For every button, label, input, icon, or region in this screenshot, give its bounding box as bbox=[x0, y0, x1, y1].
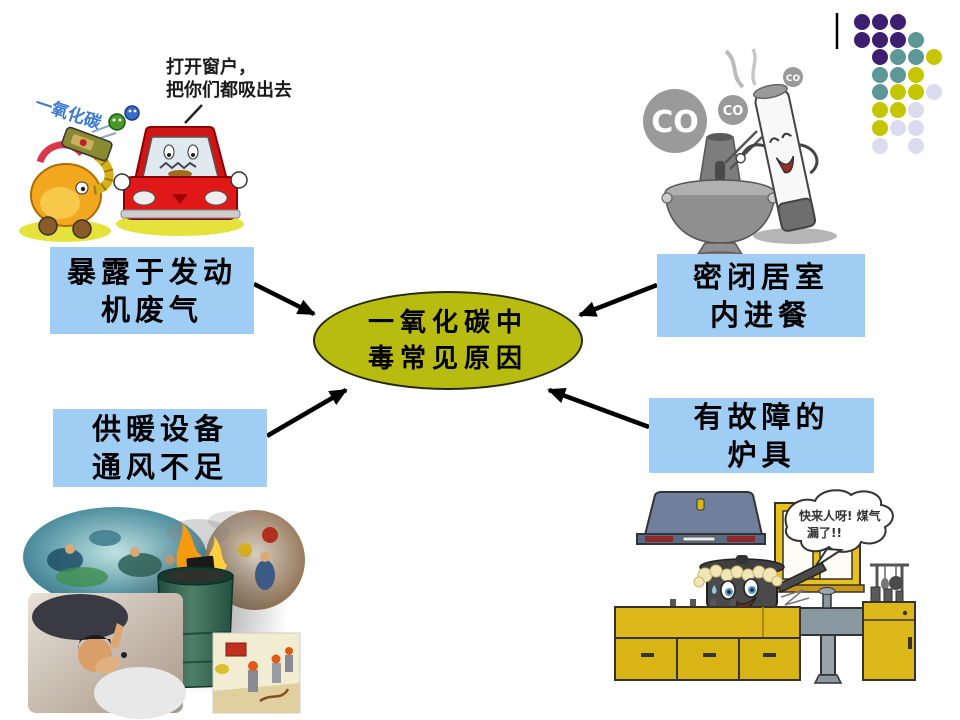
illustration-firefighters bbox=[212, 632, 301, 714]
car-speech-line1: 打开窗户， bbox=[166, 57, 256, 78]
cause-box-engine-exhaust: 暴露于发动 机废气 bbox=[50, 247, 254, 334]
cause-text: 内进餐 bbox=[709, 297, 812, 332]
cause-text: 通风不足 bbox=[91, 450, 228, 484]
speech-pointer-line bbox=[184, 104, 203, 124]
cause-text: 密闭居室 bbox=[692, 259, 829, 294]
co-poisoning-photo-collage bbox=[23, 507, 305, 719]
cause-text: 炉具 bbox=[727, 437, 796, 472]
cause-text: 有故障的 bbox=[693, 399, 830, 434]
co-bubble-small: CO bbox=[786, 74, 801, 84]
smoke-squiggle-2 bbox=[751, 48, 757, 86]
center-topic-ellipse: 一氧化碳中 毒常见原因 bbox=[313, 291, 583, 390]
photo-first-aid bbox=[28, 593, 186, 719]
dot-grid bbox=[854, 14, 942, 154]
red-car bbox=[113, 126, 248, 220]
cause-text: 供暖设备 bbox=[91, 412, 228, 446]
right-cabinet bbox=[862, 586, 916, 681]
cause-box-heating-ventilation: 供暖设备 通风不足 bbox=[53, 409, 267, 487]
cause-box-closed-room-dining: 密闭居室 内进餐 bbox=[657, 254, 865, 337]
decor-dots bbox=[835, 13, 942, 154]
boiling-pot-character bbox=[693, 555, 828, 613]
arrow-faulty-stove bbox=[547, 387, 650, 430]
car-hand-left bbox=[113, 173, 131, 191]
co-bubbles: CO CO CO bbox=[643, 67, 803, 153]
hotpot-illustration: CO CO CO bbox=[643, 48, 837, 263]
kitchen-counter bbox=[614, 599, 801, 681]
smoke-squiggle bbox=[724, 49, 745, 89]
car-exhaust-illustration: 一氧化碳 bbox=[19, 92, 248, 242]
arrow-engine-exhaust bbox=[252, 281, 316, 317]
car-hand-right bbox=[230, 171, 248, 189]
cigarette-character bbox=[735, 83, 819, 232]
co-bubble-medium: CO bbox=[723, 104, 744, 119]
car-speech-line2: 把你们都吸出去 bbox=[166, 80, 292, 101]
vacuum-nozzle bbox=[61, 126, 113, 162]
character-shadow bbox=[753, 228, 837, 244]
cause-text: 暴露于发动 bbox=[66, 254, 237, 289]
range-hood bbox=[636, 491, 766, 545]
co-germ-icons bbox=[91, 105, 140, 141]
center-topic-line2: 毒常见原因 bbox=[367, 343, 528, 374]
cause-box-faulty-stove: 有故障的 炉具 bbox=[649, 398, 874, 473]
car-speech-text: 打开窗户， 把你们都吸出去 bbox=[166, 56, 292, 102]
kitchen-speech-bubble: 快来人呀! 煤气 漏了!! bbox=[784, 489, 894, 568]
co-bubble-large: CO bbox=[651, 105, 699, 140]
arrow-heating bbox=[265, 388, 348, 438]
sink-area bbox=[799, 587, 864, 684]
kitchen-speech-line2: 漏了!! bbox=[807, 525, 842, 540]
hotpot bbox=[661, 133, 779, 263]
chopstick-2 bbox=[729, 136, 763, 170]
arrow-closed-room bbox=[578, 282, 658, 318]
chopstick-1 bbox=[724, 130, 758, 164]
cause-text: 机废气 bbox=[100, 292, 203, 327]
vacuum-cleaner bbox=[30, 126, 114, 239]
kitchen-speech-line1: 快来人呀! 煤气 bbox=[799, 508, 881, 523]
kitchen-gas-leak-illustration: 快来人呀! 煤气 漏了!! bbox=[614, 489, 916, 684]
center-topic-line1: 一氧化碳中 bbox=[367, 307, 528, 338]
